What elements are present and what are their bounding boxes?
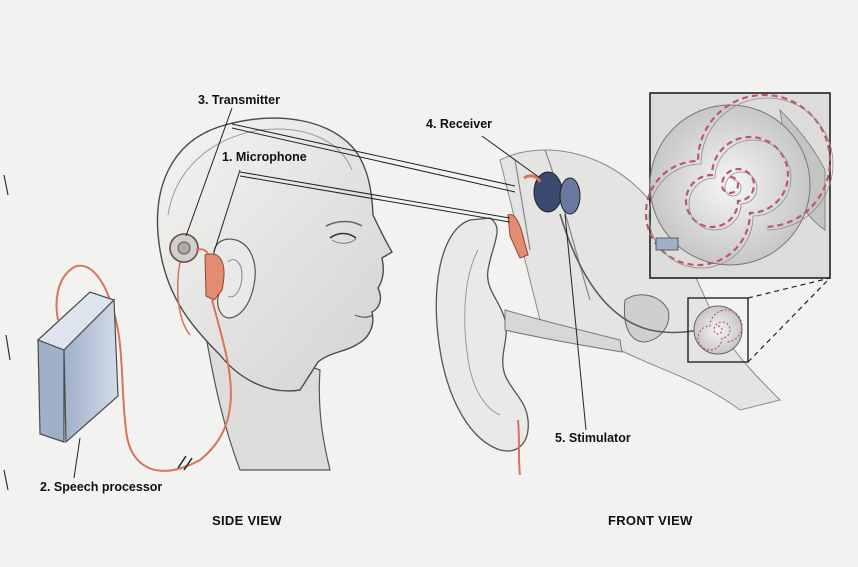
label-side-view: SIDE VIEW <box>212 514 282 527</box>
label-transmitter: 3. Transmitter <box>198 94 280 107</box>
label-microphone: 1. Microphone <box>222 151 307 164</box>
speech-processor-box <box>38 292 118 442</box>
cochlea-inset <box>646 93 833 278</box>
inset-connector-upper <box>748 278 830 298</box>
edge-mark-2 <box>6 335 10 360</box>
label-stimulator: 5. Stimulator <box>555 432 631 445</box>
label-front-view: FRONT VIEW <box>608 514 693 527</box>
label-speech-processor: 2. Speech processor <box>40 481 162 494</box>
inset-connector-lower <box>748 278 830 362</box>
edge-mark-3 <box>4 470 8 490</box>
edge-mark-1 <box>4 175 8 195</box>
side-view-head <box>158 118 392 470</box>
label-receiver: 4. Receiver <box>426 118 492 131</box>
